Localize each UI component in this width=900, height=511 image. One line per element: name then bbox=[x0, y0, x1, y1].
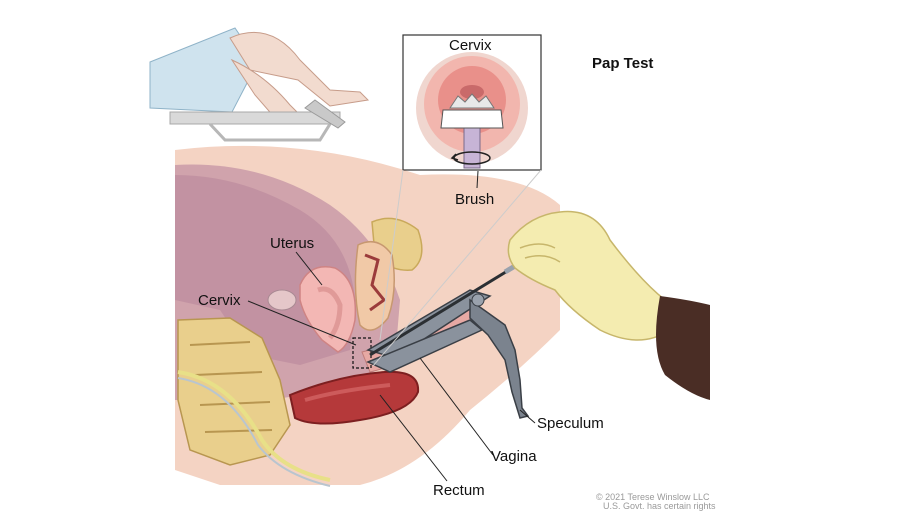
speculum bbox=[366, 289, 530, 419]
bladder bbox=[354, 240, 395, 331]
inset-cervix-label: Cervix bbox=[449, 37, 492, 54]
uterus-label: Uterus bbox=[270, 235, 315, 252]
credit-line-2: U.S. Govt. has certain rights bbox=[603, 501, 716, 511]
ovary bbox=[267, 289, 297, 311]
patient-on-table bbox=[149, 27, 370, 142]
spinal-cord bbox=[177, 370, 331, 487]
rectum-label: Rectum bbox=[433, 482, 485, 499]
gloved-hand bbox=[507, 210, 671, 341]
uterus bbox=[299, 266, 357, 353]
inset-connector-right bbox=[372, 169, 542, 367]
cervix-label: Cervix bbox=[198, 292, 241, 309]
leader-lines bbox=[247, 169, 542, 482]
credit-line-1: © 2021 Terese Winslow LLC bbox=[596, 492, 710, 502]
vagina-leader bbox=[419, 357, 494, 456]
forearm bbox=[656, 296, 710, 400]
speculum-leader bbox=[519, 409, 536, 424]
speculum-label: Speculum bbox=[537, 415, 604, 432]
page-title: Pap Test bbox=[592, 55, 654, 72]
brush-leader bbox=[476, 170, 479, 189]
brush-label: Brush bbox=[455, 191, 495, 208]
vagina-label: Vagina bbox=[491, 448, 537, 465]
uterus-leader bbox=[295, 251, 323, 286]
rectum bbox=[288, 370, 420, 425]
rectum-leader bbox=[379, 394, 448, 482]
cervix-inset bbox=[402, 34, 542, 171]
spine bbox=[177, 317, 291, 466]
cervix-leader bbox=[247, 300, 357, 346]
inset-connector-left bbox=[379, 169, 404, 341]
